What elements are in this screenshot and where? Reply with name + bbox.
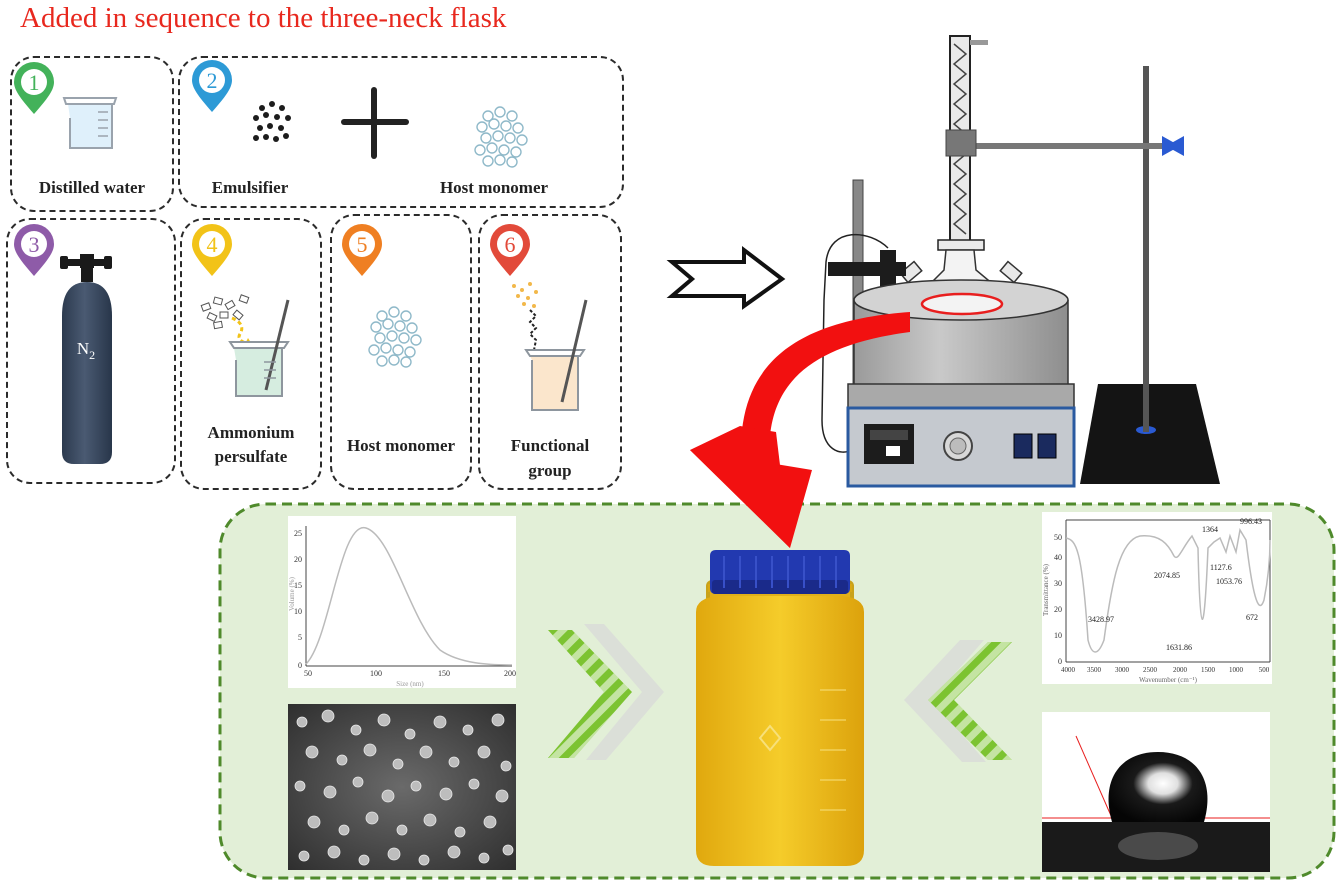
cylinder-n2-label: N2 (77, 339, 95, 362)
reaction-apparatus-icon (821, 35, 1220, 488)
ir-xtick-3000: 3000 (1115, 666, 1130, 674)
step-5-box (330, 214, 472, 490)
step-2-label-emulsifier: Emulsifier (211, 178, 289, 197)
step-1-label: Distilled water (38, 178, 146, 197)
plus-icon (341, 87, 409, 159)
ir-peak-1053: 1053.76 (1216, 577, 1242, 586)
size-ylabel: Volume (%) (288, 576, 296, 611)
size-xlabel: Size (nm) (396, 680, 424, 688)
ir-xtick-1000: 1000 (1229, 666, 1244, 674)
step-2-marker-icon: 2 (192, 60, 232, 112)
ir-peak-1127: 1127.6 (1210, 563, 1232, 572)
beaker-stir-icon (200, 294, 290, 397)
ir-ytick-40: 40 (1054, 553, 1062, 562)
step-3-marker-icon: 3 (14, 224, 54, 276)
size-xtick-50: 50 (304, 669, 312, 678)
ir-peak-672: 672 (1246, 613, 1258, 622)
step-2-label-host-monomer: Host monomer (439, 178, 549, 197)
step-4-marker-icon: 4 (192, 224, 232, 276)
step-6-number: 6 (505, 232, 516, 257)
sem-image (288, 704, 516, 870)
ir-xtick-500: 500 (1259, 666, 1270, 674)
step-6-label-line1: Functional (510, 436, 590, 455)
size-ytick-25: 25 (294, 529, 302, 538)
step-4-label-line2: persulfate (214, 447, 288, 466)
step-6-label-line2: group (528, 461, 572, 480)
step-5-label: Host monomer (346, 436, 456, 455)
beaker-water-icon (62, 97, 118, 149)
ir-ylabel: Transmittance (%) (1042, 563, 1050, 616)
ir-xtick-2000: 2000 (1173, 666, 1188, 674)
step-4-number: 4 (207, 232, 218, 257)
ir-ytick-50: 50 (1054, 533, 1062, 542)
ir-xtick-4000: 4000 (1061, 666, 1076, 674)
step-5-number: 5 (357, 232, 368, 257)
less-than-chevron-icon (904, 640, 1012, 762)
step-1-box (10, 56, 174, 212)
ir-peak-3428: 3428.97 (1088, 615, 1114, 624)
step-6-marker-icon: 6 (490, 224, 530, 276)
ir-spectrum-chart: 0 10 20 30 40 50 4000 3500 3000 2500 200… (1042, 512, 1272, 684)
greater-than-chevron-icon (548, 624, 664, 760)
monomer-cluster-icon (474, 106, 528, 168)
ir-peak-996: 996.43 (1240, 517, 1262, 526)
step-1-number: 1 (29, 70, 40, 95)
size-xtick-100: 100 (370, 669, 382, 678)
host-monomer-cluster-icon (368, 306, 422, 368)
size-ytick-5: 5 (298, 633, 302, 642)
ir-xlabel: Wavenumber (cm⁻¹) (1139, 676, 1198, 684)
ir-ytick-10: 10 (1054, 631, 1062, 640)
size-ytick-15: 15 (294, 581, 302, 590)
emulsifier-dots-icon (253, 101, 291, 142)
step-2-box (178, 56, 624, 208)
process-arrow-icon (666, 245, 786, 310)
step-2-number: 2 (207, 68, 218, 93)
ir-ytick-0: 0 (1058, 657, 1062, 666)
figure-title: Added in sequence to the three-neck flas… (20, 2, 507, 34)
step-3-number: 3 (29, 232, 40, 257)
step-5-marker-icon: 5 (342, 224, 382, 276)
step-1-marker-icon: 1 (14, 62, 54, 114)
contact-angle-image (1042, 712, 1270, 872)
beaker-functional-icon (512, 282, 588, 411)
curved-red-arrow-icon (690, 312, 910, 548)
step-3-box (6, 218, 176, 484)
size-xtick-200: 200 (504, 669, 516, 678)
size-ytick-0: 0 (298, 661, 302, 670)
size-ytick-20: 20 (294, 555, 302, 564)
step-6-box (478, 214, 622, 490)
nitrogen-cylinder-icon: N2 (60, 254, 112, 464)
ir-ytick-20: 20 (1054, 605, 1062, 614)
ir-peak-2074: 2074.85 (1154, 571, 1180, 580)
size-ytick-10: 10 (294, 607, 302, 616)
size-distribution-chart: 0 5 10 15 20 25 50 100 150 200 Size (nm)… (288, 516, 516, 688)
ir-xtick-1500: 1500 (1201, 666, 1216, 674)
emulsion-bottle-icon (696, 550, 864, 866)
ir-xtick-3500: 3500 (1087, 666, 1102, 674)
step-4-box (180, 218, 322, 490)
ir-peak-1631: 1631.86 (1166, 643, 1192, 652)
ir-xtick-2500: 2500 (1143, 666, 1158, 674)
ir-peak-1364: 1364 (1202, 525, 1218, 534)
step-4-label-line1: Ammonium (207, 423, 295, 442)
ir-ytick-30: 30 (1054, 579, 1062, 588)
size-xtick-150: 150 (438, 669, 450, 678)
